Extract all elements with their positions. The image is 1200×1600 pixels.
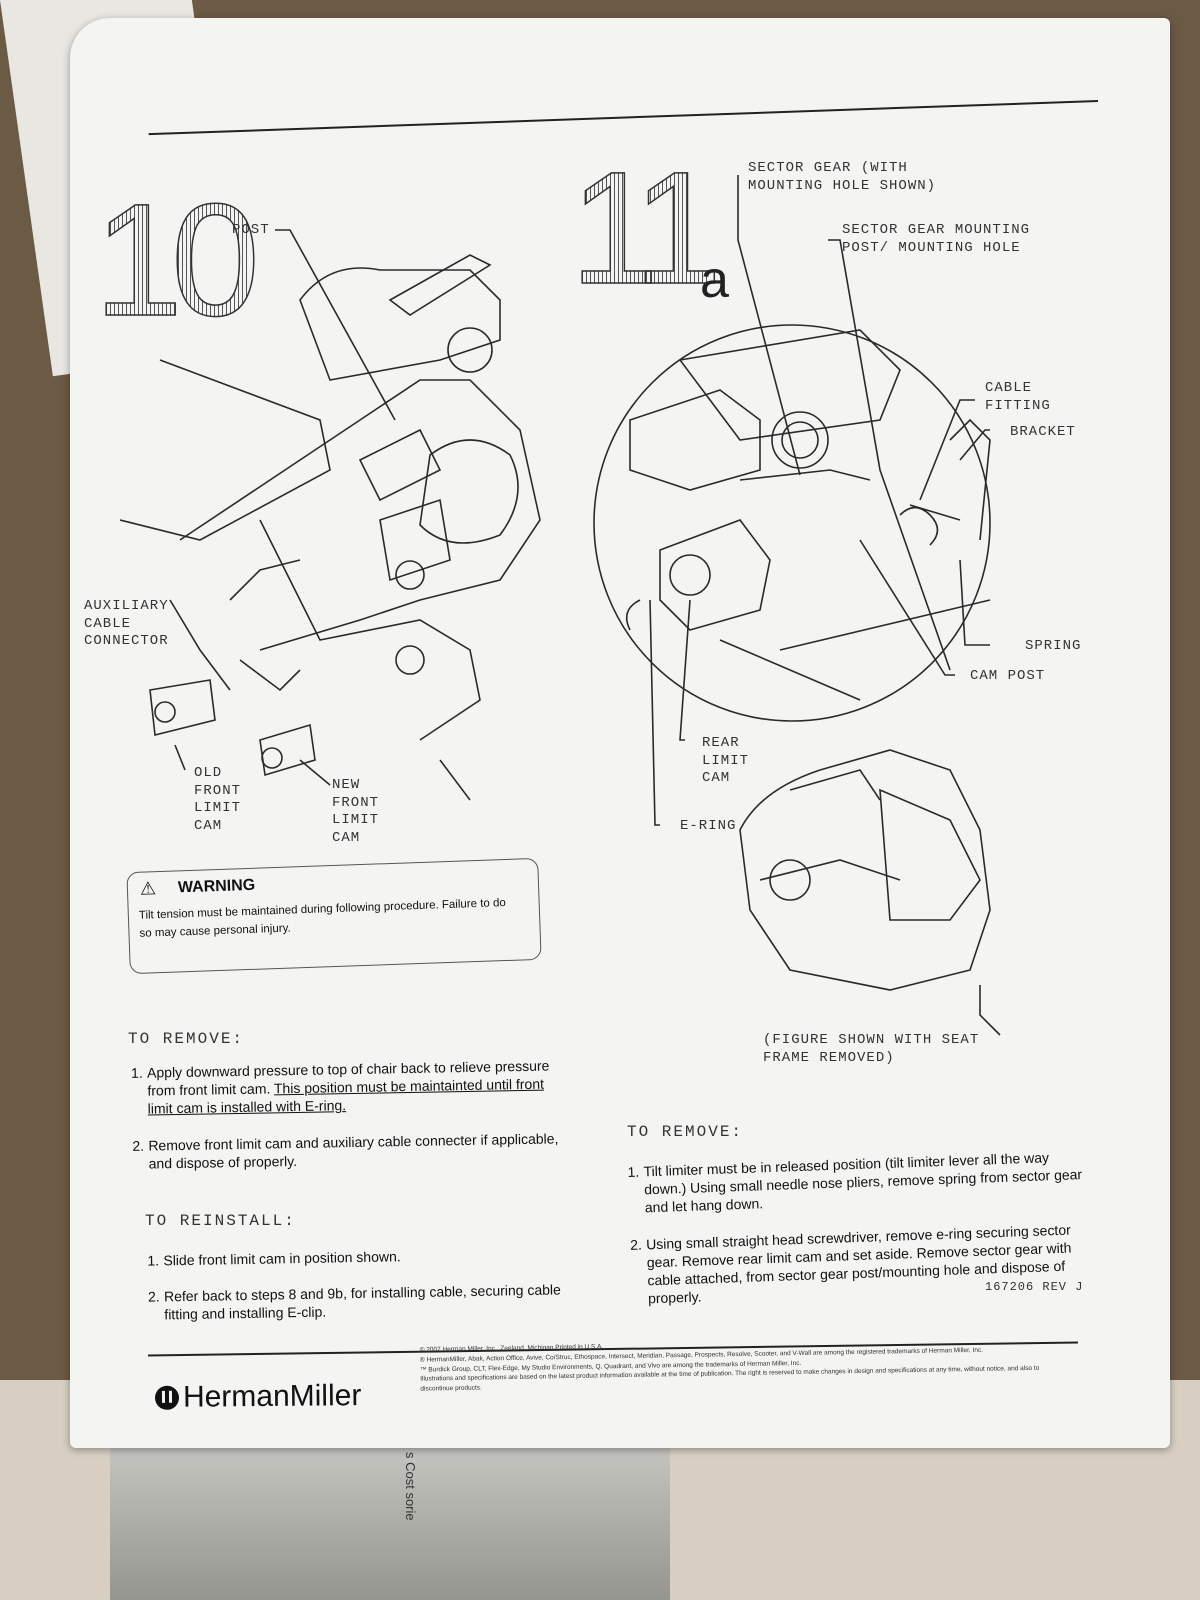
step-10-reinstall-heading: TO REINSTALL: bbox=[145, 1212, 296, 1230]
label-post: POST bbox=[232, 222, 270, 238]
label-cam-post: CAM POST bbox=[970, 668, 1046, 684]
label-e-ring: E-RING bbox=[680, 818, 737, 834]
step-11a-drawing bbox=[593, 175, 991, 826]
label-cable-fitting: CABLE FITTING bbox=[985, 380, 1051, 414]
warning-title: WARNING bbox=[177, 876, 256, 897]
label-auxiliary-cable-connector: AUXILIARY CABLE CONNECTOR bbox=[84, 598, 169, 649]
step-10-drawing bbox=[119, 229, 541, 801]
list-item: 1. Apply downward pressure to top of cha… bbox=[130, 1057, 550, 1117]
step-10-number: 10 bbox=[93, 170, 260, 349]
warning-text: Tilt tension must be maintained during f… bbox=[138, 897, 507, 941]
step-10-remove-list: 1. Apply downward pressure to top of cha… bbox=[131, 1056, 573, 1191]
label-bracket: BRACKET bbox=[1010, 424, 1076, 440]
list-item: 2. Remove front limit cam and auxiliary … bbox=[132, 1129, 559, 1172]
herman-miller-logo: HermanMiller bbox=[154, 1379, 362, 1415]
brand-name: HermanMiller bbox=[182, 1379, 362, 1414]
document-number: 167206 REV J bbox=[985, 1280, 1084, 1294]
figure-note: (FIGURE SHOWN WITH SEAT FRAME REMOVED) bbox=[763, 1032, 980, 1066]
label-rear-limit-cam: REAR LIMIT CAM bbox=[702, 735, 750, 786]
warning-box: ⚠ WARNING Tilt tension must be maintaine… bbox=[126, 857, 542, 975]
step-11-suffix: a bbox=[700, 251, 729, 309]
seat-mechanism-overview bbox=[739, 749, 1001, 1036]
label-sector-gear: SECTOR GEAR (WITH MOUNTING HOLE SHOWN) bbox=[748, 160, 937, 194]
label-spring: SPRING bbox=[1025, 638, 1082, 654]
label-sector-gear-mounting-post: SECTOR GEAR MOUNTING POST/ MOUNTING HOLE bbox=[842, 222, 1031, 256]
step-11-remove-heading: TO REMOVE: bbox=[627, 1123, 744, 1141]
label-old-front-limit-cam: OLD FRONT LIMIT CAM bbox=[194, 765, 242, 834]
list-item: 2. Refer back to steps 8 and 9b, for ins… bbox=[147, 1281, 562, 1323]
herman-miller-mark-icon bbox=[154, 1385, 180, 1410]
warning-triangle-icon: ⚠ bbox=[139, 878, 157, 899]
parts-bag bbox=[110, 1430, 670, 1600]
step-11-remove-list: 1. Tilt limiter must be in released posi… bbox=[627, 1147, 1087, 1326]
step-11-number: 11 bbox=[569, 138, 723, 317]
instruction-sheet bbox=[70, 18, 1170, 1448]
step-10-remove-heading: TO REMOVE: bbox=[128, 1030, 245, 1048]
list-item: 2. Using small straight head screwdriver… bbox=[629, 1221, 1072, 1307]
step-10-reinstall-list: 1. Slide front limit cam in position sho… bbox=[147, 1244, 569, 1342]
label-new-front-limit-cam: NEW FRONT LIMIT CAM bbox=[332, 777, 380, 846]
